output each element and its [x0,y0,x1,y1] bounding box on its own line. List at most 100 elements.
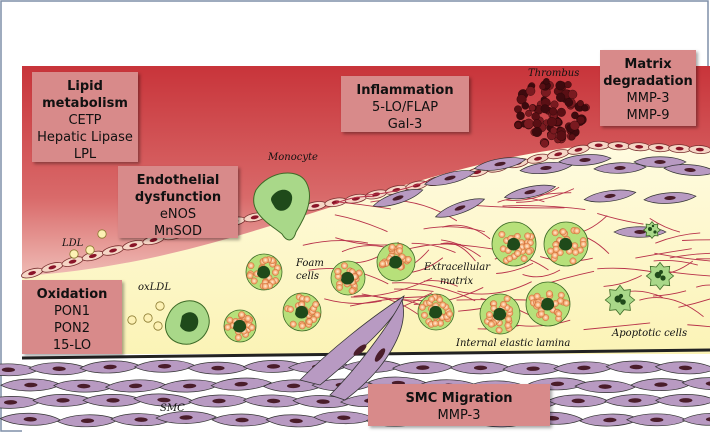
box-item: LPL [73,147,97,162]
smc-cell [104,379,167,393]
matrix-fiber [687,324,710,328]
matrix-fiber [353,295,420,316]
foam-cell [479,293,521,335]
smc-cell [626,413,688,427]
smc-cell [574,380,636,393]
extracellular-label-1: Extracellular [424,262,490,273]
matrix-fiber [496,262,534,274]
box-item: eNOS [159,207,197,222]
platelet [550,127,558,135]
oxidation-box: Oxidation PON1 PON2 15-LO [22,280,122,354]
foam-cell [525,281,571,327]
platelet [539,83,546,90]
smc-cell [663,164,710,176]
matrix-fiber [335,237,392,246]
matrix-fiber [597,213,644,225]
endothelial-cell [41,262,64,273]
smc-cell [583,189,637,203]
platelet [564,98,574,107]
macrophage-cell [165,300,210,345]
apoptotic-cell [604,284,636,316]
matrix-fiber [334,214,388,233]
matrix-fiber [394,288,434,292]
smc-cell [424,170,476,186]
matrix-fiber [654,252,710,262]
platelet [540,104,550,114]
platelet [532,126,543,137]
box-item: MMP-3 [437,408,481,423]
endothelial-cell [607,141,631,151]
smc-cell [655,394,710,407]
matrix-fiber [365,178,434,196]
matrix-fiber [332,196,375,205]
endothelial-dysfunction-box: Endothelial dysfunction eNOS MnSOD [118,166,238,239]
matrix-fiber [522,269,561,278]
box-item: MMP-3 [626,91,670,106]
foam-cell [376,242,416,282]
smc-cell [558,154,612,166]
smc-cell [242,360,305,373]
matrix-fiber [502,205,586,211]
endothelial-cell [567,144,590,155]
matrix-fiber [476,205,565,209]
oxldl-label: oxLDL [138,282,171,293]
smc-cell [211,413,273,427]
matrix-fiber [336,201,391,210]
matrix-fiber [639,297,704,318]
matrix-fiber [669,252,710,259]
platelet [514,121,522,129]
thrombus-label: Thrombus [528,68,580,79]
smc-cell [133,393,195,407]
platelet [556,130,567,141]
platelet [569,120,580,131]
matrix-fiber [341,245,386,253]
ldl-particle [143,313,153,323]
platelet [549,107,558,116]
box-title-line: Oxidation [36,287,108,302]
matrix-fiber [653,259,698,266]
foam-cells-label-2: cells [296,271,320,282]
smc-cell [292,395,354,408]
fibrous-cap-smc [372,154,710,238]
platelet [523,118,534,129]
matrix-fiber [652,290,687,297]
smc-cell [654,361,710,375]
ldl-particle [155,301,165,311]
apoptotic-cell [642,220,662,240]
foam-cell [491,221,537,267]
smc-cell [473,157,527,171]
matrix-fiber [457,281,532,295]
platelet [540,139,549,148]
endothelial-cell [688,145,710,154]
matrix-fiber [649,218,681,233]
foam-cell [245,253,283,291]
ldl-particle [153,321,163,331]
foam-cell [417,293,455,331]
endothelial-cell [627,142,651,152]
smc-label: SMC [160,403,185,414]
smc-cell [643,192,697,204]
smc-cell [265,414,327,428]
ldl-label: LDL [62,238,84,249]
smc-cell [434,198,486,218]
smc-cell [630,378,692,392]
smc-cell [155,411,217,424]
matrix-fiber [696,284,710,288]
platelet [577,100,584,107]
matrix-fiber [665,270,710,277]
smc-cell [681,377,710,391]
endothelial-cell [122,240,145,251]
endothelial-cell [648,143,671,153]
platelet [543,78,550,85]
box-title-line: Inflammation [356,83,454,98]
box-item: Hepatic Lipase [37,130,133,145]
smc-cell [503,184,557,200]
platelet [581,104,589,112]
ldl-particle [127,315,137,325]
foam-cells-label-1: Foam [296,258,324,269]
foam-cell [282,292,322,332]
endothelial-cell [81,250,104,262]
matrix-degradation-box: Matrix degradation MMP-3 MMP-9 [600,50,696,126]
internal-elastic-lamina [21,348,710,360]
smc-cell [633,156,687,168]
